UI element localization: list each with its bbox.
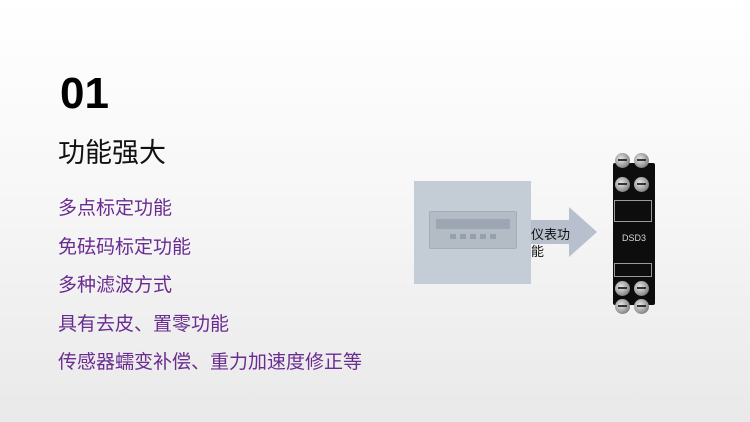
- terminal-row-top: [615, 153, 649, 168]
- feature-item: 传感器蠕变补偿、重力加速度修正等: [58, 351, 363, 373]
- screw-terminal-icon: [615, 153, 630, 168]
- terminal-row-upper: [615, 177, 649, 192]
- feature-item: 多种滤波方式: [58, 274, 173, 296]
- feature-item: 具有去皮、置零功能: [58, 312, 230, 335]
- right-arrow-icon: [531, 207, 597, 257]
- slide-number: 01: [60, 69, 109, 118]
- screw-terminal-icon: [634, 281, 649, 296]
- screw-terminal-icon: [634, 153, 649, 168]
- arrow-label: 仪表功能: [531, 228, 571, 260]
- panel-meter-icon: [429, 211, 517, 249]
- transmitter-device: DSD3: [611, 153, 657, 314]
- feature-item: 多点标定功能: [58, 197, 173, 219]
- terminal-row-bottom: [615, 299, 649, 314]
- screw-terminal-icon: [615, 299, 630, 314]
- section-heading: 功能强大: [58, 138, 166, 169]
- device-wiring-label: [614, 263, 652, 277]
- screw-terminal-icon: [634, 177, 649, 192]
- screw-terminal-icon: [634, 299, 649, 314]
- indicator-photo: [414, 181, 531, 284]
- device-spec-label: [614, 200, 652, 222]
- meter-display: [436, 219, 510, 229]
- meter-buttons: [450, 234, 496, 239]
- screw-terminal-icon: [615, 281, 630, 296]
- terminal-row-lower: [615, 281, 649, 296]
- feature-item: 免砝码标定功能: [58, 235, 192, 258]
- screw-terminal-icon: [615, 177, 630, 192]
- device-model: DSD3: [621, 233, 646, 243]
- feature-list: 多点标定功能 免砝码标定功能 多种滤波方式 具有去皮、置零功能 传感器蠕变补偿、…: [58, 192, 362, 385]
